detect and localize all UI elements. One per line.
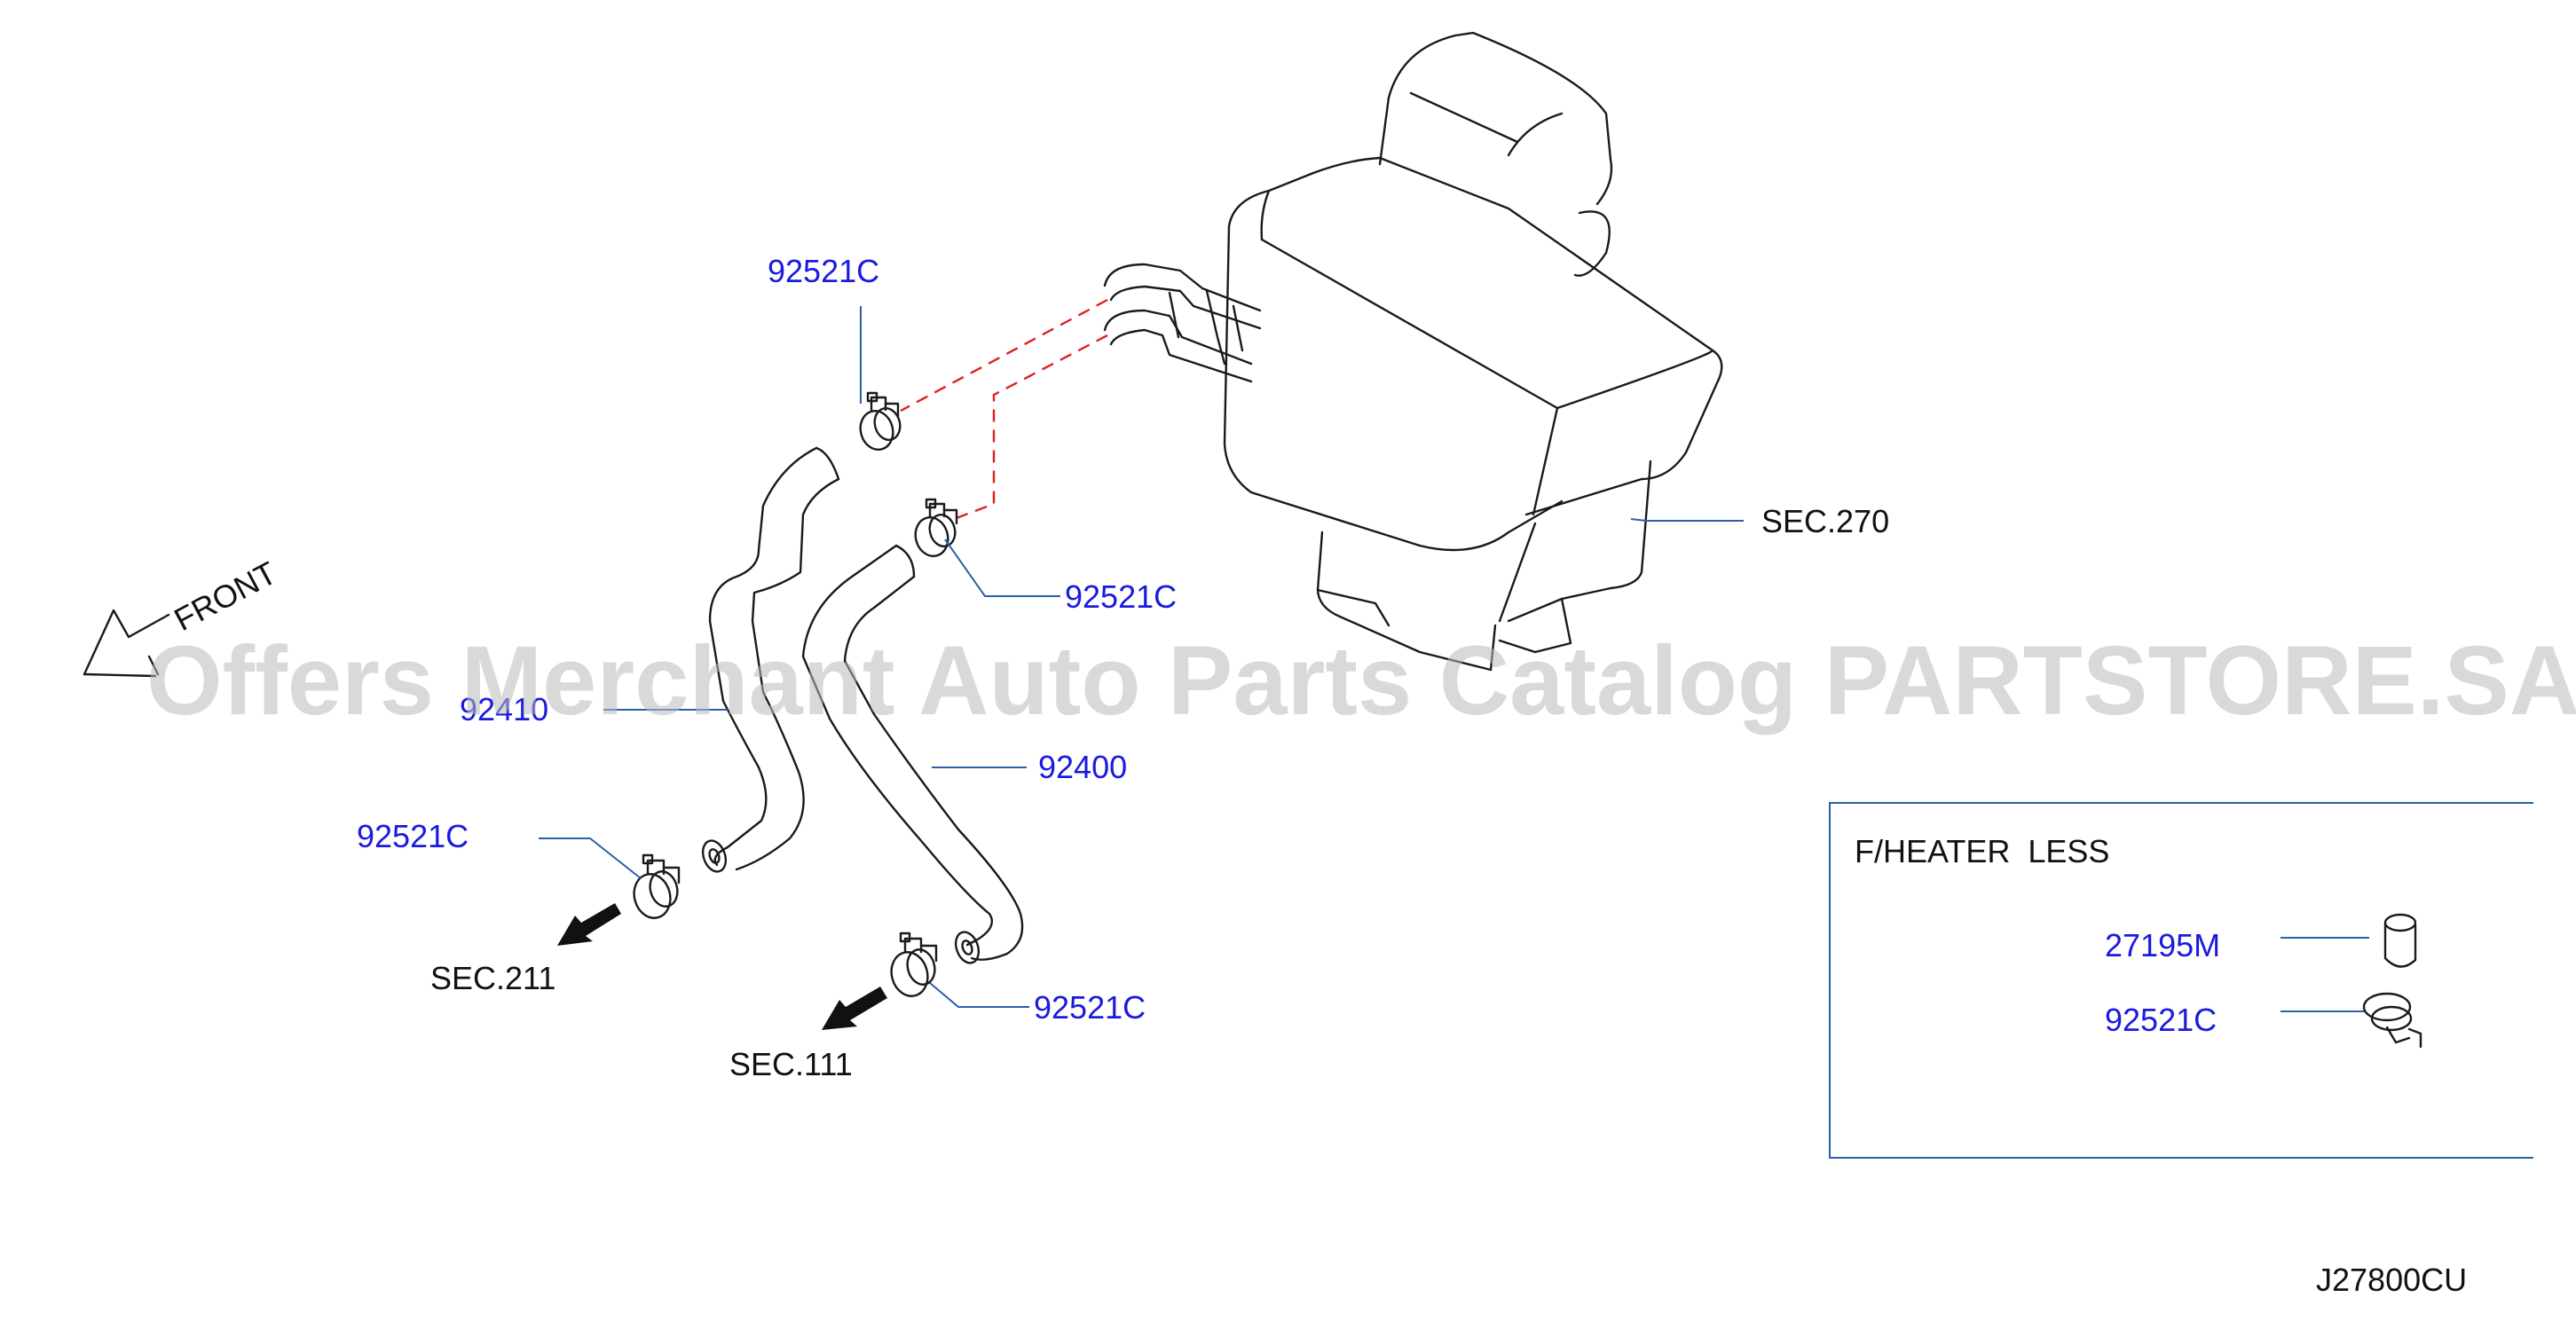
arrow-to-sec111-icon xyxy=(822,987,887,1030)
section-ref-engine-left[interactable]: SEC.211 xyxy=(430,960,555,996)
clamp-mid-drawing xyxy=(914,498,958,557)
heater-unit-drawing xyxy=(1103,31,1723,672)
inset-title: F/HEATER LESS xyxy=(1855,833,2109,869)
diagram-code: J27800CU xyxy=(2316,1262,2467,1298)
clamp-lower-drawing xyxy=(890,932,938,997)
connection-dashed-lines xyxy=(900,298,1108,521)
callout-clamp-upper[interactable]: 92521C xyxy=(768,253,879,289)
inset-clamp-drawing xyxy=(2362,992,2422,1049)
watermark-text: Offers Merchant Auto Parts Catalog PARTS… xyxy=(146,626,2576,735)
leader-lines xyxy=(539,306,2369,1012)
clamp-left-drawing xyxy=(633,853,681,919)
callout-clamp-mid[interactable]: 92521C xyxy=(1065,578,1177,615)
front-indicator-label: FRONT xyxy=(169,554,283,638)
inset-callout-clamp[interactable]: 92521C xyxy=(2105,1002,2217,1038)
hose-92400-drawing xyxy=(801,544,1024,964)
callout-hose-92410[interactable]: 92410 xyxy=(460,691,548,727)
section-ref-heater[interactable]: SEC.270 xyxy=(1761,503,1889,539)
inset-panel xyxy=(1829,802,2533,1159)
clamp-upper-drawing xyxy=(859,391,902,451)
cap-27195m-drawing xyxy=(2383,913,2417,968)
callout-hose-92400[interactable]: 92400 xyxy=(1038,749,1127,785)
inset-callout-cap[interactable]: 27195M xyxy=(2105,927,2220,963)
callout-clamp-left[interactable]: 92521C xyxy=(357,818,469,854)
hose-92410-drawing xyxy=(701,446,840,873)
section-ref-engine-right[interactable]: SEC.111 xyxy=(729,1046,853,1082)
front-arrow-icon xyxy=(83,609,170,678)
arrow-to-sec211-icon xyxy=(557,903,621,946)
callout-clamp-lower[interactable]: 92521C xyxy=(1034,989,1146,1026)
